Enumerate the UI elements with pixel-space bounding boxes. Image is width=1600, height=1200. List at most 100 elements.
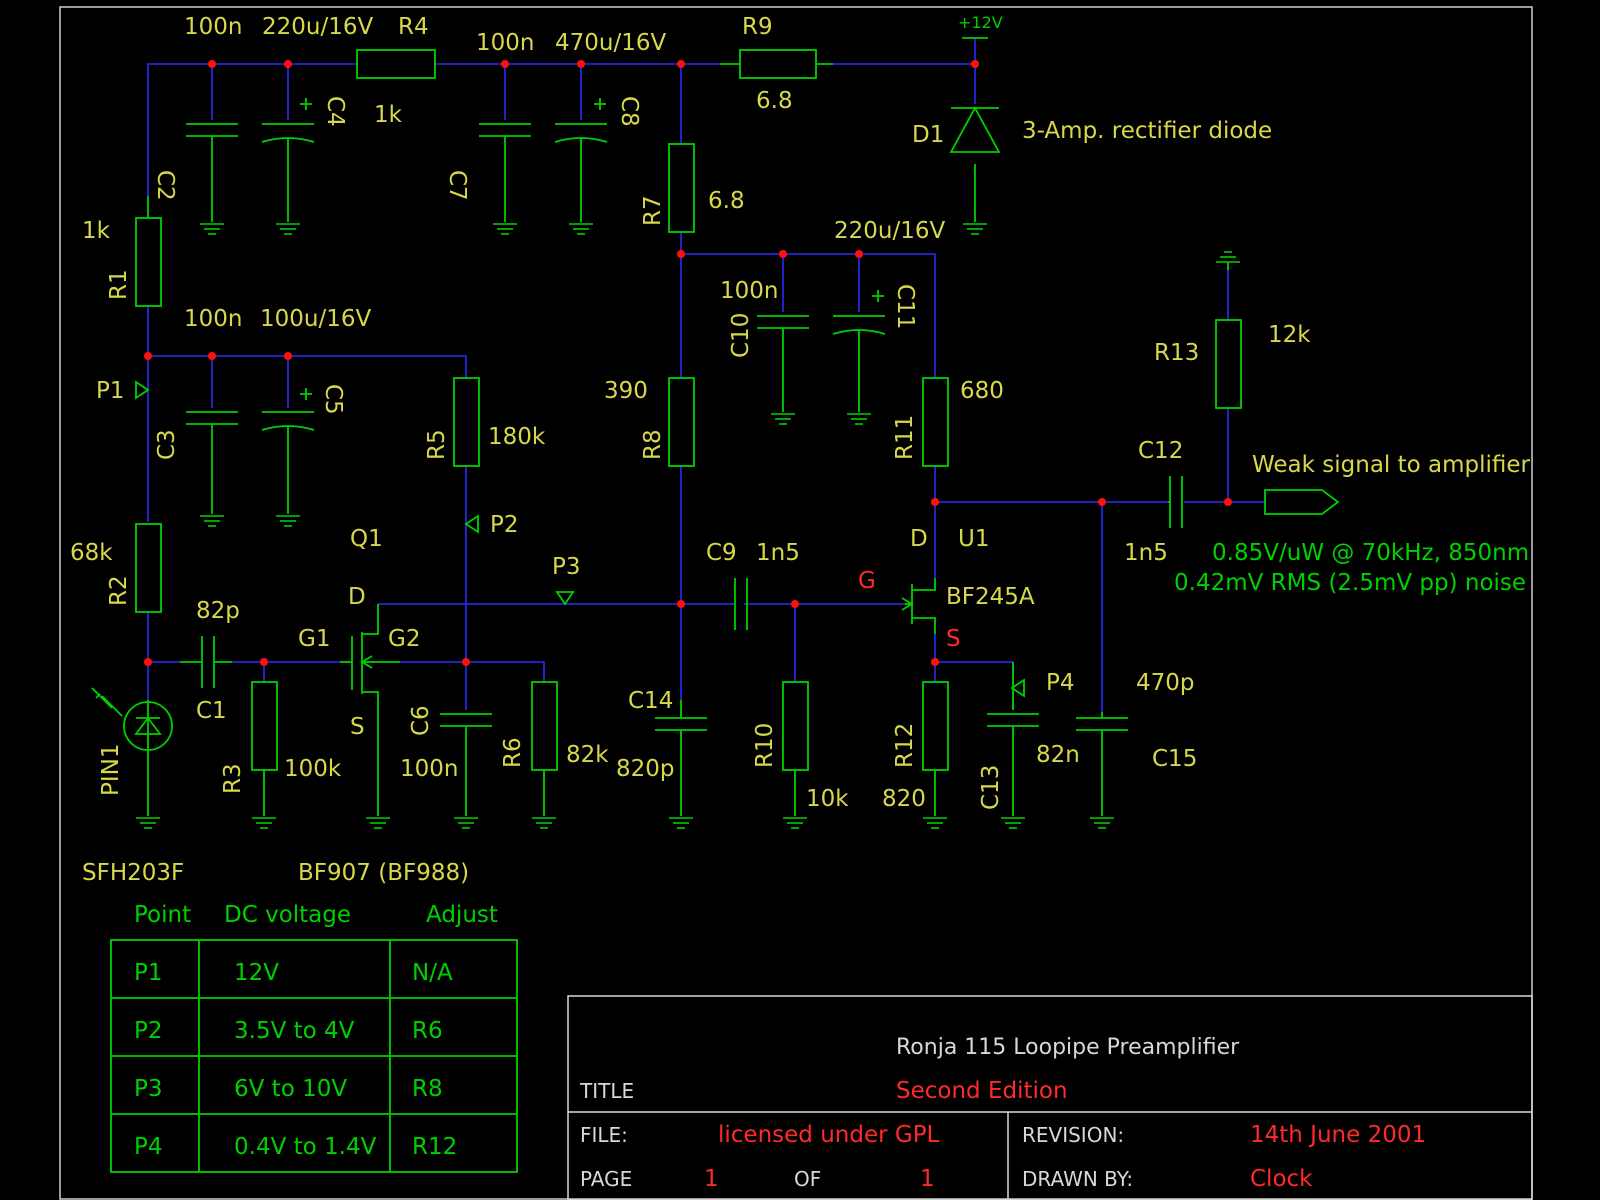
- pin1-ref: PIN1: [98, 744, 124, 797]
- r9-ref: R9: [742, 14, 773, 40]
- table-cell: 12V: [234, 960, 279, 986]
- d1-ref: D1: [912, 122, 944, 148]
- u1-pin-s: S: [946, 626, 961, 652]
- table-cell: R12: [412, 1134, 457, 1160]
- r3-ref: R3: [220, 763, 246, 794]
- c2-value: 100n: [184, 14, 242, 40]
- r9-value: 6.8: [756, 88, 793, 114]
- component-symbols: [91, 37, 1340, 816]
- c8-ref: C8: [616, 96, 642, 127]
- c5-ref: C5: [320, 384, 346, 415]
- c7-value: 100n: [476, 30, 534, 56]
- r11-ref: R11: [892, 415, 918, 460]
- c8-value: 470u/16V: [555, 30, 666, 56]
- table-cell: N/A: [412, 960, 453, 986]
- q1-pin-s: S: [350, 714, 365, 740]
- u1-value: BF245A: [946, 584, 1035, 610]
- r6-value: 82k: [566, 742, 609, 768]
- r8-value: 390: [604, 378, 648, 404]
- r12-ref: R12: [892, 723, 918, 768]
- r2-ref: R2: [106, 575, 132, 606]
- r7-value: 6.8: [708, 188, 745, 214]
- r11-value: 680: [960, 378, 1004, 404]
- r10-ref: R10: [752, 723, 778, 768]
- r3-value: 100k: [284, 756, 342, 782]
- c13-ref: C13: [978, 765, 1004, 810]
- file-value: licensed under GPL: [718, 1122, 940, 1148]
- q1-ref: Q1: [350, 526, 383, 552]
- output-spec-2: 0.42mV RMS (2.5mV pp) noise: [1174, 570, 1526, 596]
- c9-ref: C9: [706, 540, 737, 566]
- r10-value: 10k: [806, 786, 849, 812]
- r8-ref: R8: [640, 429, 666, 460]
- c14-value: 820p: [616, 756, 675, 782]
- component-labels: +12V 100n 220u/16V R4 1k 100n 470u/16V R…: [70, 13, 1531, 886]
- table-cell: P1: [134, 960, 163, 986]
- c5-value: 100u/16V: [260, 306, 371, 332]
- title-line-2: Second Edition: [896, 1078, 1068, 1104]
- c10-value: 100n: [720, 278, 778, 304]
- c3-ref: C3: [154, 429, 180, 460]
- c6-value: 100n: [400, 756, 458, 782]
- wires: [147, 38, 1265, 712]
- voltage-table: Point DC voltage Adjust P1 12V N/A P2 3.…: [110, 902, 518, 1173]
- table-header-dc-voltage: DC voltage: [224, 902, 351, 928]
- file-label: FILE:: [580, 1123, 628, 1147]
- c4-ref: C4: [322, 96, 348, 127]
- c10-ref: C10: [728, 313, 754, 358]
- d1-value: 3-Amp. rectifier diode: [1022, 118, 1272, 144]
- table-cell: 0.4V to 1.4V: [234, 1134, 377, 1160]
- revision-label: REVISION:: [1022, 1123, 1124, 1147]
- r4-value: 1k: [374, 102, 403, 128]
- r1-ref: R1: [106, 269, 132, 300]
- r2-value: 68k: [70, 540, 113, 566]
- q1-value: BF907 (BF988): [298, 860, 469, 886]
- c4-value: 220u/16V: [262, 14, 373, 40]
- table-cell: P4: [134, 1134, 163, 1160]
- c3-value: 100n: [184, 306, 242, 332]
- r13-value: 12k: [1268, 322, 1311, 348]
- r5-ref: R5: [424, 429, 450, 460]
- page-label: PAGE: [580, 1167, 632, 1191]
- c1-ref: C1: [196, 698, 227, 724]
- table-cell: 3.5V to 4V: [234, 1018, 355, 1044]
- table-header-point: Point: [134, 902, 191, 928]
- pin1-value: SFH203F: [82, 860, 184, 886]
- r12-value: 820: [882, 786, 926, 812]
- q1-pin-d: D: [348, 584, 366, 610]
- output-label: Weak signal to amplifier: [1252, 452, 1531, 478]
- u1-pin-d: D: [910, 526, 928, 552]
- title-label: TITLE: [579, 1079, 634, 1103]
- c13-value: 82n: [1036, 742, 1080, 768]
- c11-ref: C11: [892, 284, 918, 329]
- table-header-adjust: Adjust: [426, 902, 498, 928]
- u1-pin-g: G: [858, 568, 876, 594]
- u1-ref: U1: [958, 526, 989, 552]
- q1-pin-g2: G2: [388, 626, 420, 652]
- c9-value: 1n5: [756, 540, 800, 566]
- p3-label: P3: [552, 554, 581, 580]
- c2-ref: C2: [152, 170, 178, 201]
- r5-value: 180k: [488, 424, 546, 450]
- of-label: OF: [794, 1167, 821, 1191]
- p1-label: P1: [96, 378, 125, 404]
- c12-ref: C12: [1138, 438, 1183, 464]
- drawn-by-label: DRAWN BY:: [1022, 1167, 1133, 1191]
- ground-symbols: [135, 223, 1240, 829]
- q1-pin-g1: G1: [298, 626, 330, 652]
- r6-ref: R6: [500, 737, 526, 768]
- table-cell: P3: [134, 1076, 163, 1102]
- r1-value: 1k: [82, 218, 111, 244]
- c7-ref: C7: [444, 170, 470, 201]
- junction-dots: [144, 60, 1232, 666]
- c12-value: 1n5: [1124, 540, 1168, 566]
- title-line-1: Ronja 115 Loopipe Preamplifier: [896, 1035, 1240, 1060]
- c11-value: 220u/16V: [834, 218, 945, 244]
- c15-ref: C15: [1152, 746, 1197, 772]
- revision-value: 14th June 2001: [1250, 1122, 1426, 1148]
- c1-value: 82p: [196, 598, 240, 624]
- r13-ref: R13: [1154, 340, 1199, 366]
- c15-value: 470p: [1136, 670, 1195, 696]
- table-cell: R8: [412, 1076, 443, 1102]
